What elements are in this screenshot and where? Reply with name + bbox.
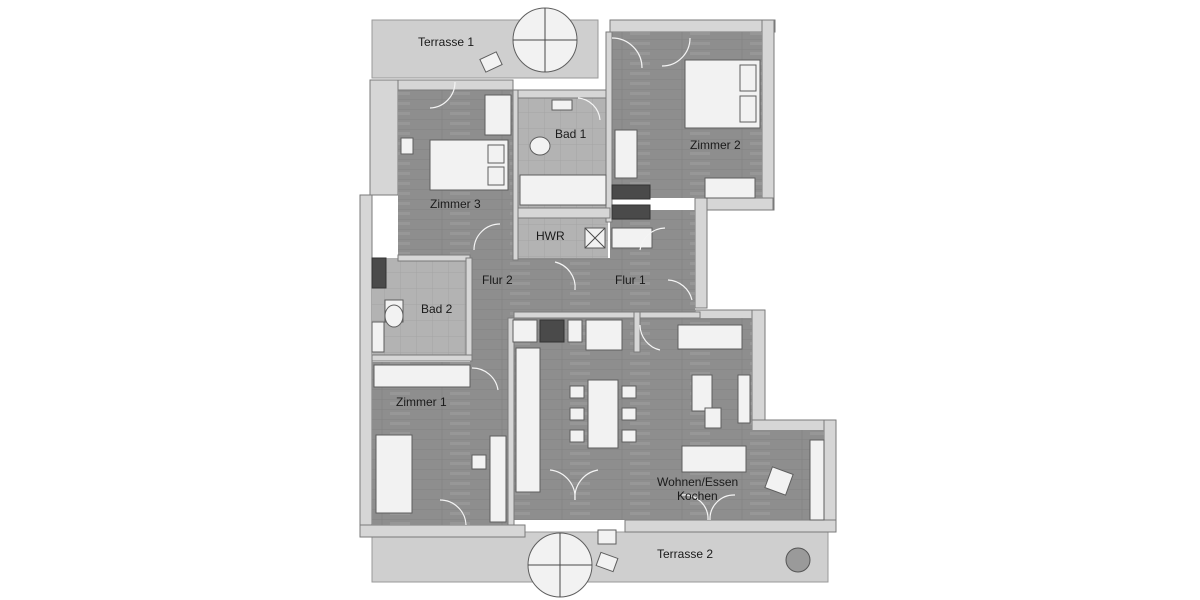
label-hwr: HWR: [536, 229, 565, 243]
furniture: [371, 7, 825, 598]
label-bad-1: Bad 1: [555, 127, 587, 141]
wardrobe-zimmer2: [704, 177, 756, 199]
label-flur-2: Flur 2: [482, 273, 513, 287]
sideboard: [677, 324, 743, 350]
label-kochen: Kochen: [677, 489, 718, 503]
label-wohnen-essen: Wohnen/Essen: [657, 475, 738, 489]
doors: [429, 37, 736, 526]
room-labels: Terrasse 1 Zimmer 2 Bad 1 Zimmer 3 HWR F…: [396, 35, 741, 561]
label-zimmer-2: Zimmer 2: [690, 138, 741, 152]
kitchen-counter: [515, 347, 541, 493]
sofa: [681, 445, 747, 473]
label-flur-1: Flur 1: [615, 273, 646, 287]
label-terrasse-2: Terrasse 2: [657, 547, 713, 561]
dining-table: [587, 379, 619, 449]
bed-zimmer1: [375, 434, 413, 514]
bathtub-bad1: [519, 174, 607, 206]
outer-walls: [359, 19, 837, 538]
wardrobe-zimmer1: [373, 364, 471, 388]
interior-walls: [371, 31, 701, 526]
label-zimmer-3: Zimmer 3: [430, 197, 481, 211]
label-terrasse-1: Terrasse 1: [418, 35, 474, 49]
label-bad-2: Bad 2: [421, 302, 453, 316]
label-zimmer-1: Zimmer 1: [396, 395, 447, 409]
